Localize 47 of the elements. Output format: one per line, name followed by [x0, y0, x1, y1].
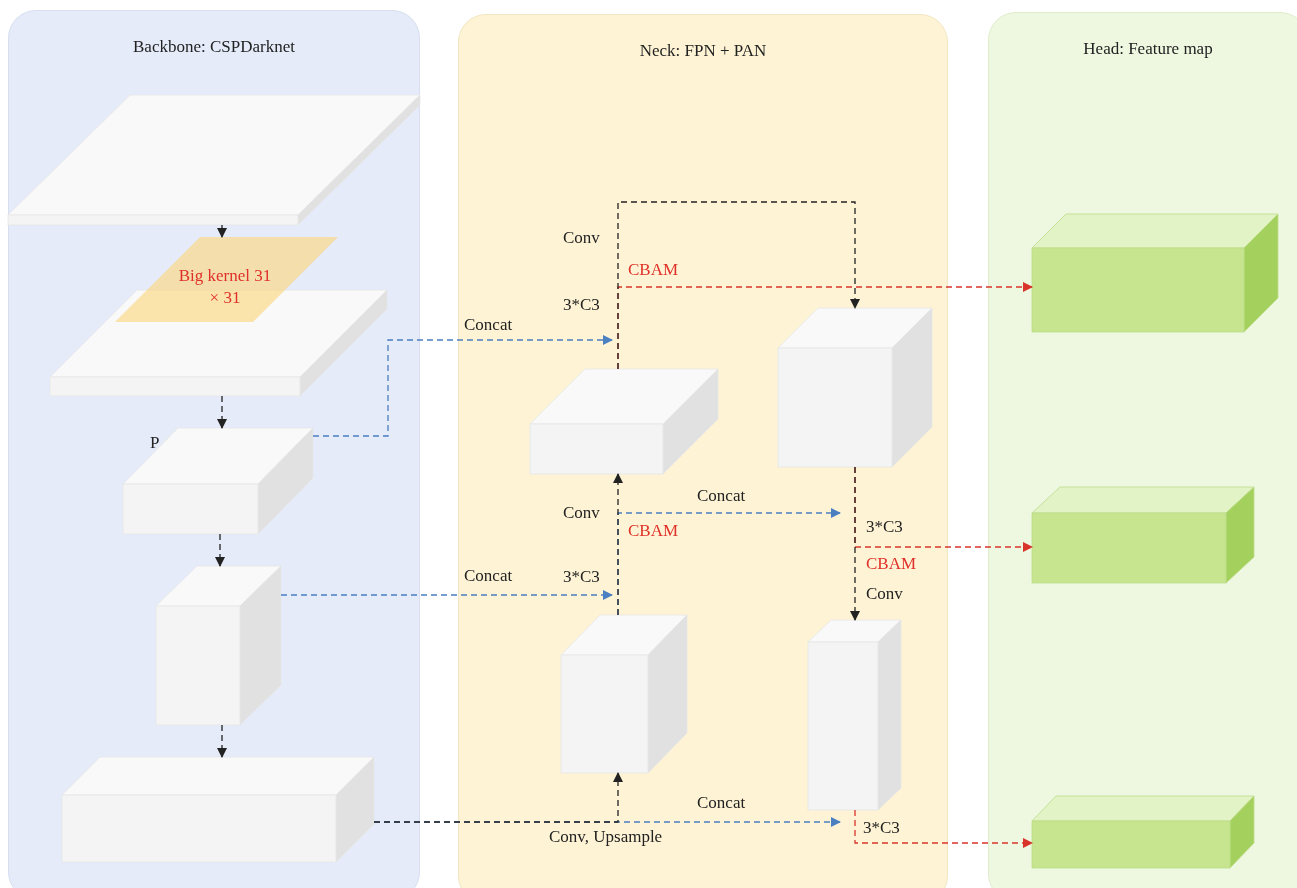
dashed-arrow — [312, 335, 613, 437]
dashed-arrow — [613, 473, 623, 616]
kernel-parallelogram — [115, 237, 338, 322]
section-panel — [458, 14, 948, 888]
kernel-label: Big kernel 31 × 31 — [177, 265, 273, 309]
operation-label: 3*C3 — [563, 567, 600, 587]
feature-map-cuboid — [1032, 214, 1278, 332]
dashed-arrow — [217, 224, 227, 238]
dashed-arrow — [850, 466, 860, 621]
edge-label: Concat — [464, 315, 513, 335]
operation-label: Conv — [866, 584, 903, 604]
section-panel — [8, 10, 420, 888]
edge-label: Concat — [464, 566, 513, 586]
operation-label: Conv — [563, 503, 600, 523]
dashed-arrow — [217, 395, 227, 429]
panel-title: Head: Feature map — [1082, 39, 1214, 59]
edge-label: Concat — [697, 486, 746, 506]
edge-label: Conv, Upsample — [549, 827, 663, 847]
operation-label: 3*C3 — [863, 818, 900, 838]
section-panel — [988, 12, 1297, 888]
dashed-arrow — [373, 772, 623, 823]
edge-label: CBAM — [866, 554, 917, 574]
cuboid — [156, 566, 281, 725]
cuboid — [8, 95, 420, 225]
dashed-arrow — [215, 533, 225, 567]
dashed-arrow — [280, 590, 613, 600]
cuboid — [62, 757, 374, 862]
dashed-arrow — [217, 724, 227, 758]
cuboid — [50, 290, 387, 396]
panel-title: Backbone: CSPDarknet — [132, 37, 296, 57]
cuboid — [561, 615, 687, 773]
cuboid — [778, 308, 932, 467]
operation-label: 3*C3 — [866, 517, 903, 537]
feature-map-cuboid — [1032, 796, 1254, 868]
module-label: CBAM — [628, 521, 679, 541]
panel-title: Neck: FPN + PAN — [638, 41, 768, 61]
dashed-arrow — [854, 809, 1033, 848]
feature-map-cuboid — [1032, 487, 1254, 583]
cuboid — [808, 620, 901, 810]
operation-label: P — [150, 433, 160, 453]
edge-label: Concat — [697, 793, 746, 813]
edge-label: CBAM — [628, 260, 679, 280]
dashed-arrow — [617, 201, 860, 370]
cuboid — [123, 428, 313, 534]
operation-label: 3*C3 — [563, 295, 600, 315]
operation-label: Conv — [563, 228, 600, 248]
cuboid — [530, 369, 718, 474]
